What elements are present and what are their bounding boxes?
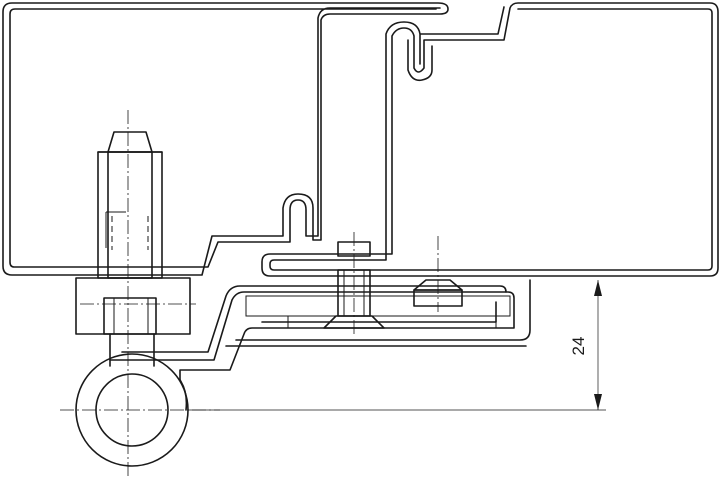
left-frame-profile xyxy=(2,2,449,276)
adjusting-pin xyxy=(75,131,191,367)
dimension-label: 24 xyxy=(569,337,588,356)
dimension-24: 24 xyxy=(188,280,606,411)
mounting-plate xyxy=(245,295,511,329)
center-lines xyxy=(60,110,439,478)
hinge-strap xyxy=(109,279,531,381)
right-frame-profile xyxy=(261,2,719,277)
